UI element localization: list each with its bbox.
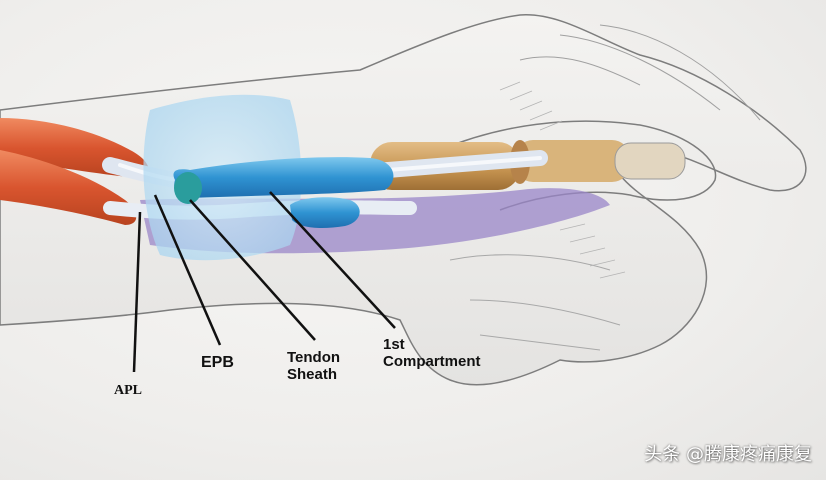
tendon-sheaths <box>173 157 394 228</box>
thumb-bones <box>370 140 686 190</box>
label-tendon-sheath: Tendon Sheath <box>287 349 341 383</box>
watermark: 头条 @腾康疼痛康复 <box>644 444 812 465</box>
label-epb: EPB <box>201 354 234 371</box>
leader-lines <box>132 191 396 373</box>
label-apl: APL <box>114 383 142 398</box>
label-first-compartment: 1st Compartment <box>383 336 481 370</box>
